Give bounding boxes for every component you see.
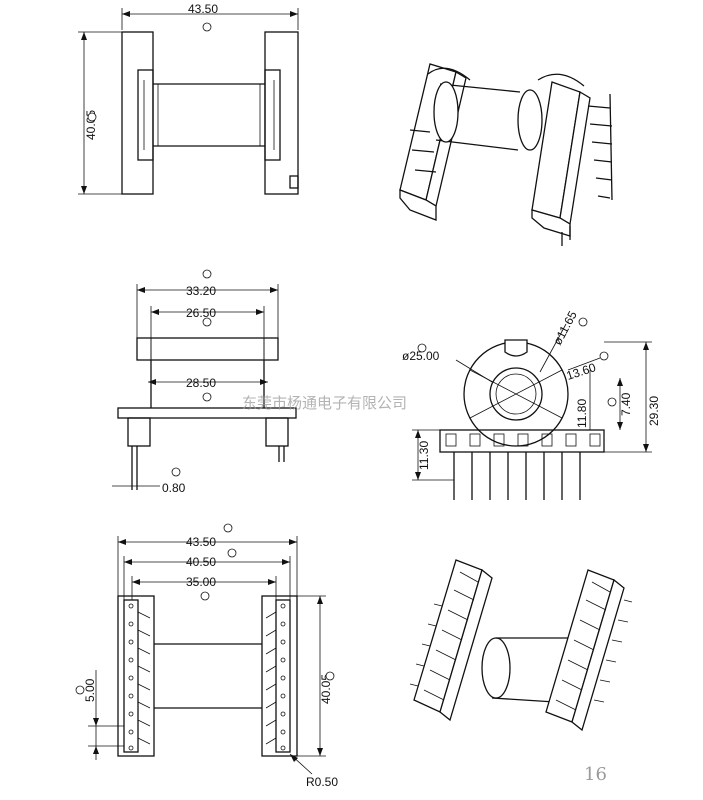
dim-side-dia-outer: ø25.00: [402, 349, 440, 363]
ref-circle: [202, 392, 212, 402]
ref-circle: [607, 397, 617, 407]
dim-bot-35: 35.00: [186, 575, 216, 589]
dim-pin-thick: 0.80: [162, 481, 186, 495]
dim-bot-5: 5.00: [83, 678, 97, 702]
dim-side-29: 29.30: [647, 396, 661, 426]
top-view: 43.50 40.05: [78, 2, 299, 195]
ref-circle: [578, 317, 588, 327]
dim-side-dia-inner: ø11.65: [550, 308, 580, 347]
ref-circle: [202, 22, 212, 32]
pin-marks: [128, 603, 286, 751]
ref-circle: [202, 317, 212, 327]
dim-bot-radius: R0.50: [306, 775, 338, 789]
ref-circle: [202, 269, 212, 279]
dim-side-11: 11.80: [575, 399, 589, 428]
dim-side-pin: 11.30: [417, 441, 431, 470]
ref-circle: [325, 671, 335, 681]
dim-top-width: 43.50: [188, 2, 218, 16]
dim-bot-43: 43.50: [186, 535, 216, 549]
front-view: 33.20 26.50 28.50 0.80: [112, 269, 297, 495]
ref-circle: [227, 548, 237, 558]
dim-side-13: 13.60: [565, 360, 598, 383]
page-number: 16: [584, 764, 607, 785]
ref-circle: [200, 591, 210, 601]
watermark-text: 东莞市杨通电子有限公司: [242, 394, 407, 412]
ref-circle: [223, 523, 233, 533]
ref-circle: [87, 112, 97, 122]
isometric-view-top: [399, 63, 613, 246]
side-view: ø25.00 ø11.65 29.30 13.60 7.40 11.80 11.…: [402, 308, 661, 500]
isometric-view-bottom: [409, 559, 633, 732]
ref-circle: [599, 351, 609, 361]
ref-circle: [417, 343, 427, 353]
ref-circle: [75, 685, 85, 695]
dim-bot-height: 40.05: [319, 674, 333, 704]
dim-side-7: 7.40: [619, 392, 633, 416]
dim-mid-outer: 33.20: [186, 284, 216, 298]
dim-bot-40: 40.50: [186, 555, 216, 569]
ref-circle: [171, 467, 181, 477]
bottom-view: 43.50 40.50 35.00: [75, 523, 338, 789]
dim-mid-inner: 26.50: [186, 306, 216, 320]
dim-mid-lower: 28.50: [186, 376, 216, 390]
